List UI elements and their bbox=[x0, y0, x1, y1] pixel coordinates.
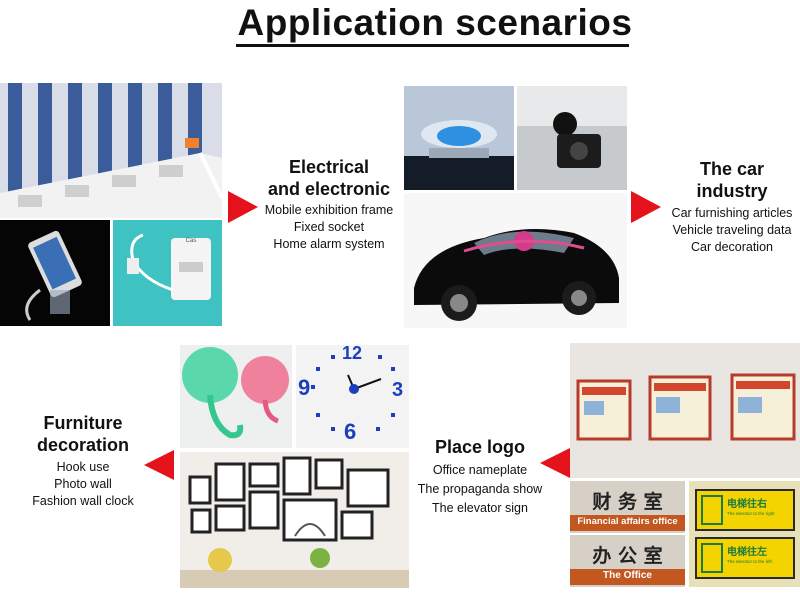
electrical-item: Home alarm system bbox=[273, 237, 385, 251]
page-title: Application scenarios bbox=[237, 2, 633, 43]
clock-numeral-3: 3 bbox=[392, 379, 404, 401]
clock-numeral-12: 12 bbox=[342, 345, 363, 363]
section-place: Place logo Office nameplate The propagan… bbox=[412, 436, 548, 517]
wall-clock-photo: 12 9 3 6 bbox=[296, 345, 409, 448]
car-heading-1: The car bbox=[699, 159, 765, 179]
car-item: Car furnishing articles bbox=[671, 206, 793, 220]
alarm-brand-label: Cas bbox=[185, 238, 197, 244]
elevator-left-en: The elevator to the left bbox=[727, 559, 772, 564]
elevator-icon bbox=[701, 543, 723, 573]
furniture-heading-1: Furniture bbox=[43, 413, 123, 433]
place-item: The elevator sign bbox=[432, 501, 528, 515]
clock-numeral-9: 9 bbox=[298, 375, 311, 400]
office-sign-en: The Office bbox=[603, 570, 652, 581]
section-electrical: Electrical and electronic Mobile exhibit… bbox=[258, 156, 400, 253]
elevator-icon bbox=[701, 495, 723, 525]
section-car: The car industry Car furnishing articles… bbox=[664, 158, 800, 256]
furniture-item: Photo wall bbox=[54, 477, 112, 491]
office-sign-cn: 办 公 室 bbox=[592, 545, 663, 567]
furniture-heading-2: decoration bbox=[36, 435, 129, 455]
elevator-right-cn: 电梯往右 bbox=[727, 499, 767, 510]
furniture-item: Fashion wall clock bbox=[32, 494, 134, 508]
electrical-heading-2: and electronic bbox=[267, 179, 391, 199]
elevator-sign-photo: 电梯往右 The elevator to the right 电梯往左 The … bbox=[689, 481, 800, 587]
car-heading-2: industry bbox=[696, 181, 768, 201]
elevator-right-en: The elevator to the right bbox=[727, 511, 775, 516]
car-perfume-photo bbox=[404, 86, 514, 190]
suction-hook-photo bbox=[180, 345, 292, 448]
place-item: The propaganda show bbox=[417, 482, 543, 496]
finance-sign-en: Financial affairs office bbox=[577, 516, 678, 527]
place-heading: Place logo bbox=[434, 437, 526, 457]
section-furniture: Furniture decoration Hook use Photo wall… bbox=[18, 412, 148, 510]
office-sign: 办 公 室 The Office bbox=[570, 535, 685, 587]
furniture-item: Hook use bbox=[56, 460, 110, 474]
clock-numeral-6: 6 bbox=[344, 419, 357, 444]
arrow-electrical bbox=[228, 191, 258, 223]
electrical-item: Fixed socket bbox=[293, 220, 365, 234]
car-item: Vehicle traveling data bbox=[672, 223, 792, 237]
finance-office-sign: 财 务 室 Financial affairs office bbox=[570, 481, 685, 533]
photo-wall-photo bbox=[180, 452, 409, 588]
place-item: Office nameplate bbox=[432, 463, 528, 477]
elevator-sign-right: 电梯往右 The elevator to the right bbox=[695, 489, 795, 531]
office-sign-band bbox=[570, 569, 685, 585]
home-alarm-photo: Cas bbox=[113, 220, 222, 326]
car-item: Car decoration bbox=[691, 240, 773, 254]
elevator-left-cn: 电梯往左 bbox=[727, 547, 767, 558]
power-strip-photo bbox=[0, 83, 222, 218]
elevator-sign-left: 电梯往左 The elevator to the left bbox=[695, 537, 795, 579]
dash-camera-photo bbox=[517, 86, 627, 190]
arrow-place bbox=[540, 448, 570, 478]
decorated-car-photo bbox=[404, 193, 627, 328]
propaganda-wall-photo bbox=[570, 343, 800, 478]
electrical-item: Mobile exhibition frame bbox=[264, 203, 394, 217]
title-underline bbox=[236, 44, 629, 47]
arrow-furniture bbox=[144, 450, 174, 480]
finance-sign-band bbox=[570, 515, 685, 531]
phone-stand-photo bbox=[0, 220, 110, 326]
finance-sign-cn: 财 务 室 bbox=[592, 491, 663, 513]
electrical-heading-1: Electrical bbox=[288, 157, 370, 177]
arrow-car bbox=[631, 191, 661, 223]
